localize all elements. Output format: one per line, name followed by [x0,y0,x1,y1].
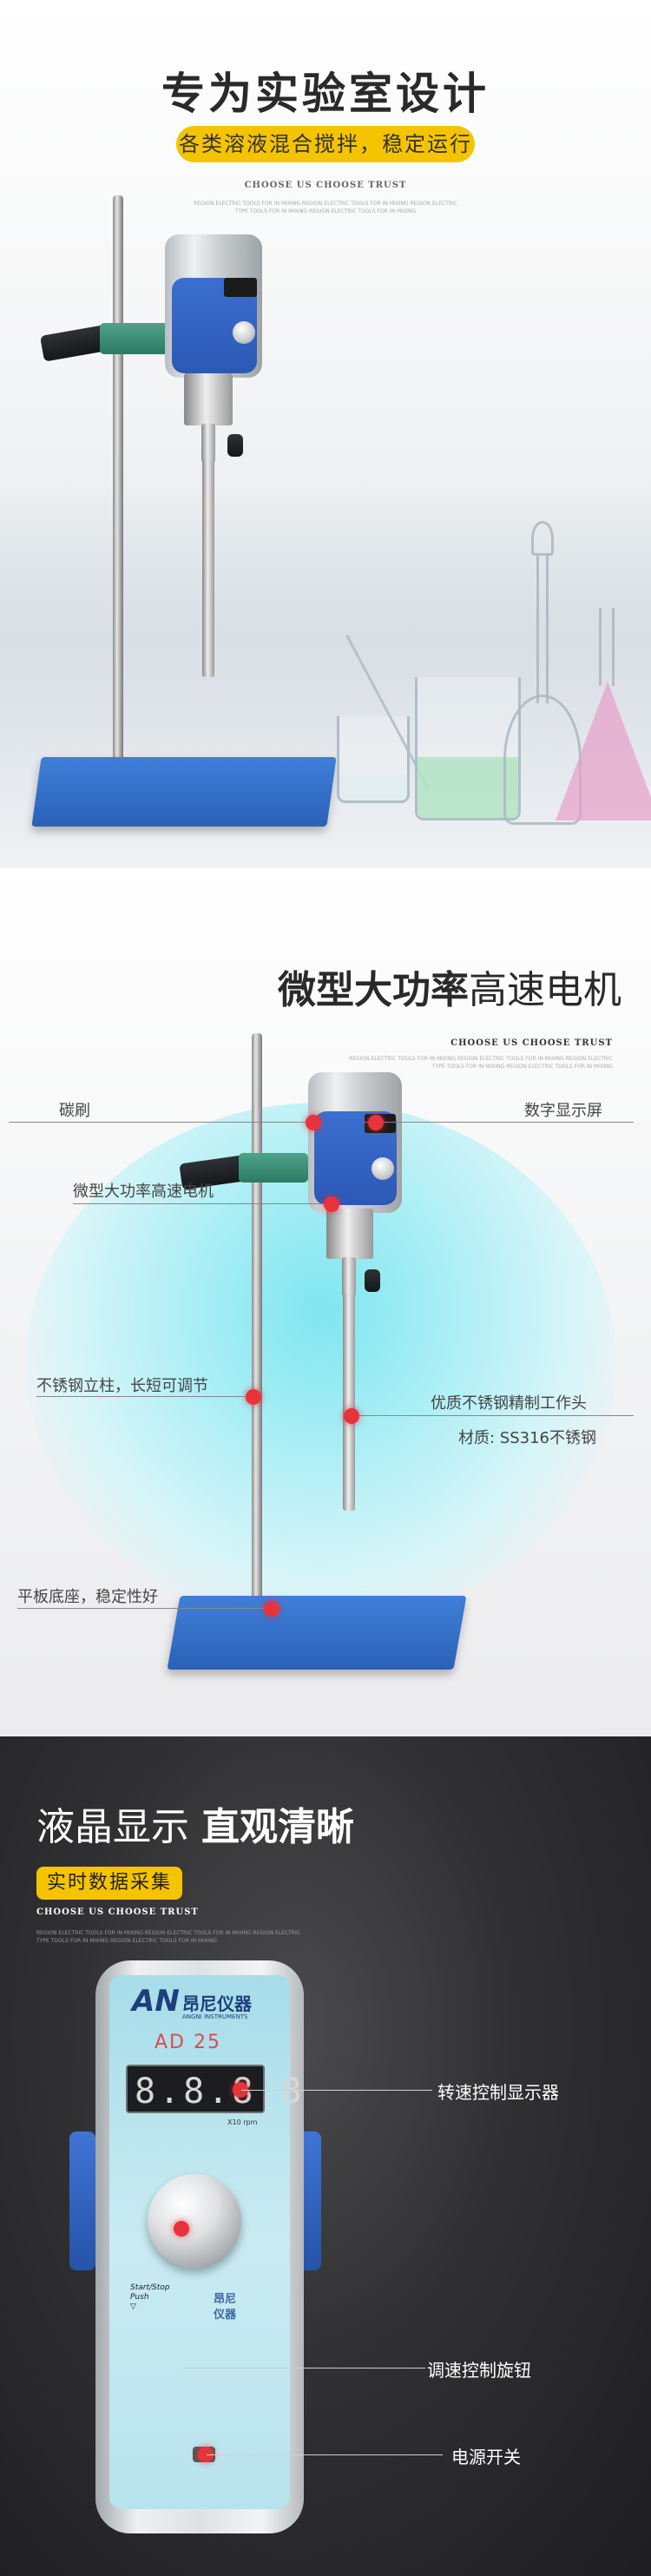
callout-column: 不锈钢立柱，长短可调节 [36,1377,208,1395]
motor-section: 微型大功率高速电机 CHOOSE US CHOOSE TRUST REGION … [0,868,651,1736]
callout-line-base [17,1608,269,1609]
base-plate [31,757,337,827]
title-light: 高速电机 [469,968,621,1012]
hero-section: 专为实验室设计 各类溶液混合搅拌，稳定运行 CHOOSE US CHOOSE T… [0,0,651,868]
callout-material: 材质: SS316不锈钢 [458,1429,596,1447]
marker-display [233,2082,248,2098]
dispersing-shaft [343,1294,355,1511]
callout-display: 数字显示屏 [524,1102,602,1120]
base-plate [167,1596,467,1670]
push-line: Start/Stop [130,2283,170,2292]
marker-brush [306,1115,321,1130]
motor-lcd [224,278,257,297]
push-line: Push [130,2293,149,2302]
callout-line-motor [73,1203,333,1204]
callout-head: 优质不锈钢精制工作头 [431,1394,587,1413]
clamp-block [239,1153,308,1183]
title-bold: 微型大功率 [278,968,469,1012]
shaft-collar [326,1209,373,1259]
brand-logo: AN [132,1984,180,2019]
support-rod [113,195,123,773]
hero-title: 专为实验室设计 [161,69,490,119]
brand-name-cn: 昂尼仪器 [182,1993,252,2014]
erlenmeyer-flask [556,682,651,820]
marker-motor [324,1196,339,1212]
display-subtitle-badge: 实时数据采集 [36,1867,182,1900]
beaker-small [337,716,410,803]
support-rod [252,1033,262,1611]
flask-stopper [531,521,554,556]
callout-knob: 调速控制旋钮 [427,2360,531,2381]
brand-name-en: ANGNI INSTRUMENTS [182,2013,248,2020]
push-arrow-icon: ▽ [130,2303,136,2311]
motor-fine-print: REGION ELECTRIC TOOLS FOR IN MIXING REGI… [349,1055,613,1071]
fine-print-line: TYPE TOOLS FOR IN MIXING REGION ELECTRIC… [235,208,416,214]
shaft-collar [184,373,233,425]
liquid [339,774,407,800]
rpm-unit: X10 rpm [227,2118,258,2126]
hero-fine-print: REGION ELECTRIC TOOLS FOR IN MIXING REGI… [0,200,651,215]
callout-display: 转速控制显示器 [437,2082,559,2103]
model-label: AD 25 [155,2032,221,2053]
erlenmeyer-neck [599,608,615,686]
display-section-title: 液晶显示 直观清晰 [36,1795,354,1851]
fine-print-line: REGION ELECTRIC TOOLS FOR IN MIXING REGI… [36,1930,300,1936]
callout-line-head [347,1415,634,1416]
display-section: 液晶显示 直观清晰 实时数据采集 CHOOSE US CHOOSE TRUST … [0,1736,651,2576]
fine-print-line: TYPE TOOLS FOR IN MIXING REGION ELECTRIC… [432,1064,613,1070]
display-tagline: CHOOSE US CHOOSE TRUST [36,1907,199,1917]
liquid [418,757,518,818]
collar-screw [227,434,243,457]
marker-base [264,1601,279,1617]
title-bold: 直观清晰 [201,1805,354,1849]
hero-tagline: CHOOSE US CHOOSE TRUST [244,181,407,190]
callout-line-display [241,2090,432,2091]
display-digits: 8.8.8.8 [135,2072,306,2112]
marker-column [246,1389,261,1405]
callout-brush: 碳刷 [59,1102,90,1120]
collar-screw [365,1269,380,1292]
motor-section-title: 微型大功率高速电机 [278,959,621,1014]
callout-power: 电源开关 [451,2447,521,2467]
title-light: 液晶显示 [36,1805,189,1849]
callout-line-power [207,2454,443,2455]
hero-subtitle-badge: 各类溶液混合搅拌，稳定运行 [176,126,475,162]
marker-head [344,1408,359,1424]
dispersing-shaft [202,460,214,677]
panel-brand-mini: 昂尼 仪器 [214,2292,236,2323]
panel-brand-line: 仪器 [214,2309,237,2322]
motor-tagline: CHOOSE US CHOOSE TRUST [450,1038,613,1048]
side-panel-left [69,2131,95,2270]
fine-print-line: TYPE TOOLS FOR IN MIXING REGION ELECTRIC… [36,1938,217,1944]
shaft-upper [201,424,215,463]
display-fine-print: REGION ELECTRIC TOOLS FOR IN MIXING REGI… [36,1929,300,1945]
speed-knob[interactable] [148,2174,241,2268]
motor-knob [372,1157,394,1180]
clamp-block [100,323,169,354]
marker-display [368,1115,384,1130]
marker-power [198,2447,214,2462]
marker-knob [174,2221,189,2237]
panel-brand-line: 昂尼 [214,2293,237,2306]
shaft-upper [342,1257,356,1296]
callout-motor: 微型大功率高速电机 [73,1183,214,1201]
flask-neck [536,556,549,703]
callout-line-brush [9,1122,312,1123]
motor-knob [233,321,255,344]
callout-base: 平板底座，稳定性好 [17,1588,158,1606]
start-stop-label: Start/Stop Push ▽ [130,2283,169,2312]
fine-print-line: REGION ELECTRIC TOOLS FOR IN MIXING REGI… [194,201,457,207]
callout-line-column [36,1396,253,1397]
callout-line-display [365,1122,634,1123]
fine-print-line: REGION ELECTRIC TOOLS FOR IN MIXING REGI… [349,1056,613,1062]
